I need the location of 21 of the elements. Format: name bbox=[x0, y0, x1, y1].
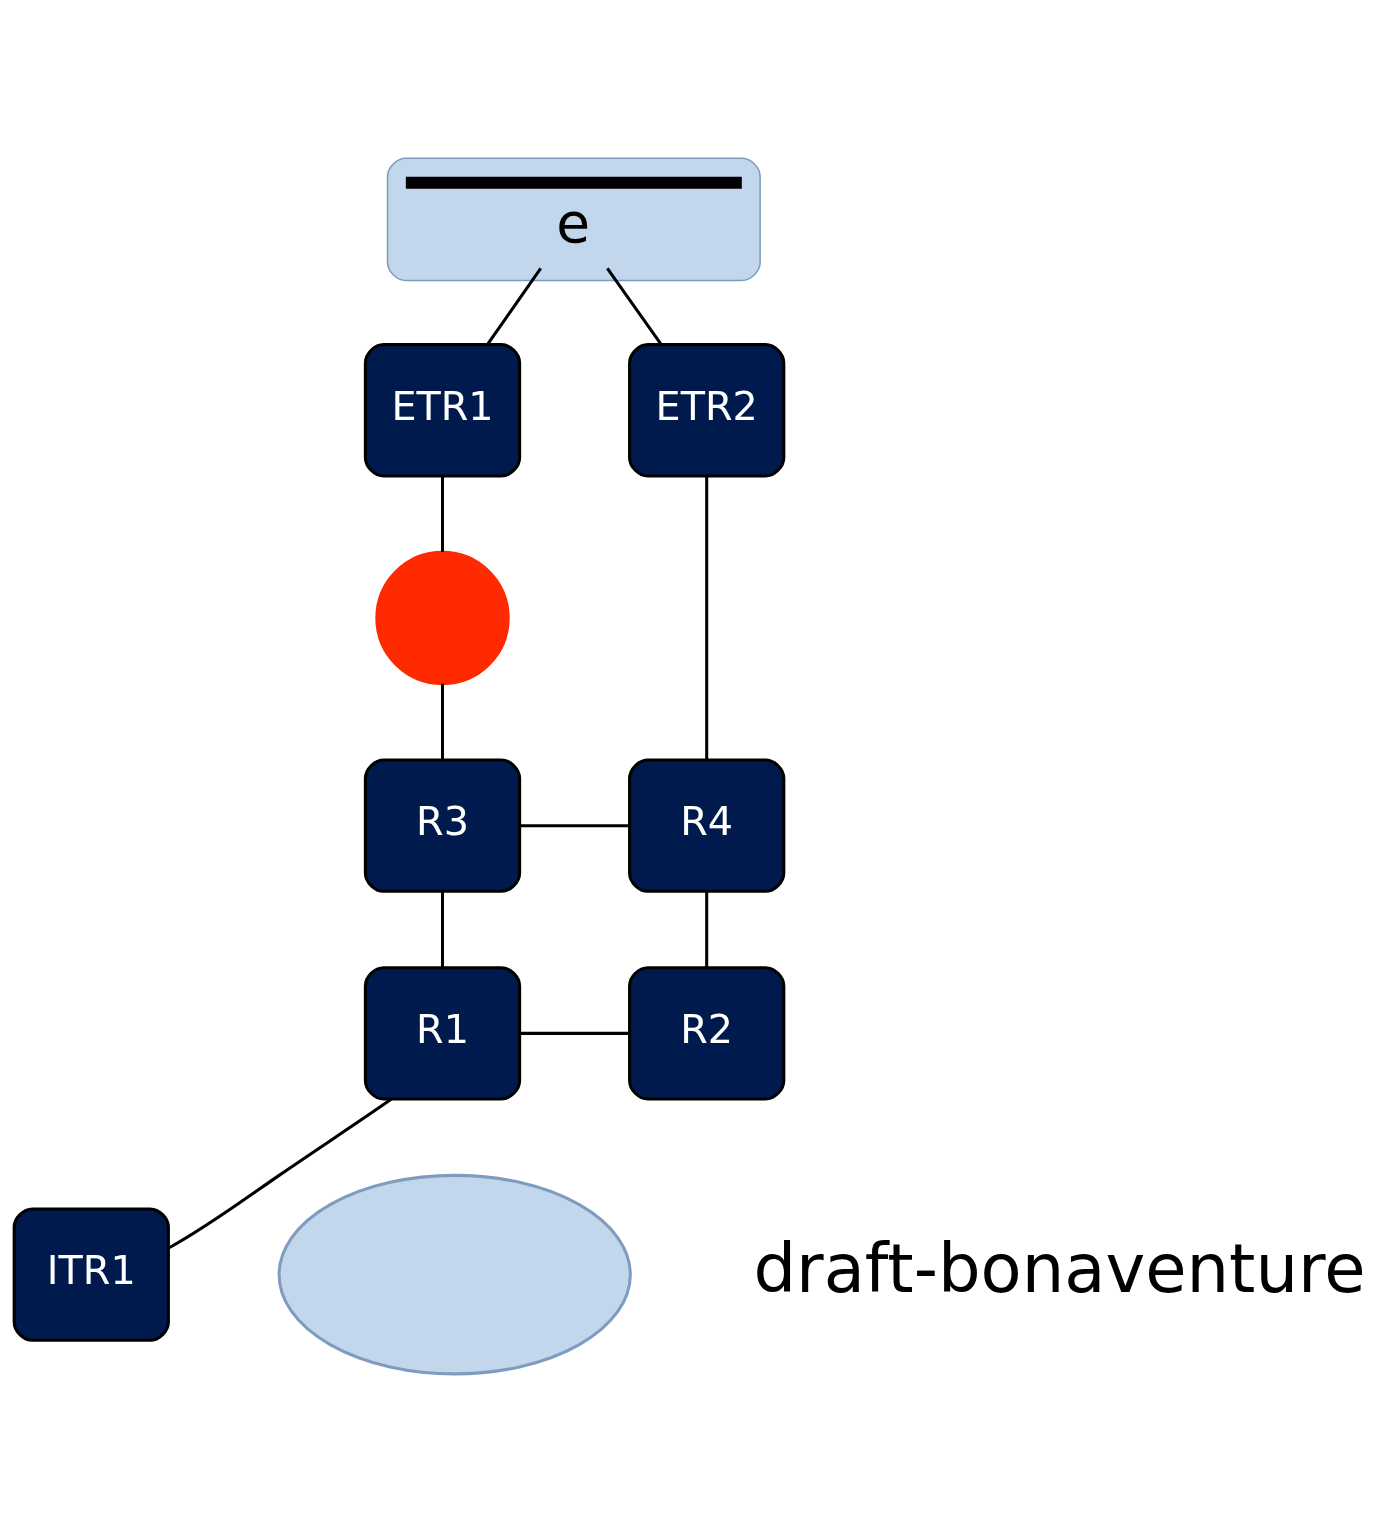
node-box: R4 bbox=[628, 757, 786, 893]
node-box: ETR1 bbox=[363, 342, 522, 477]
node-circle bbox=[375, 550, 510, 685]
connector bbox=[519, 1031, 630, 1035]
node-cloud bbox=[277, 1173, 632, 1375]
node-box bbox=[405, 176, 742, 189]
label: draft-bonaventure bbox=[753, 1229, 1366, 1308]
connector bbox=[705, 475, 709, 759]
connector bbox=[440, 683, 445, 759]
node-box: R2 bbox=[628, 965, 786, 1101]
connector bbox=[705, 890, 709, 967]
node-box: ITR1 bbox=[12, 1206, 170, 1342]
node-box: R1 bbox=[363, 965, 522, 1101]
connector bbox=[440, 890, 445, 967]
connector bbox=[440, 475, 445, 552]
connector bbox=[168, 1097, 392, 1249]
cluster bbox=[386, 157, 761, 281]
node-label: e bbox=[556, 190, 591, 255]
node-box: R3 bbox=[363, 757, 522, 893]
node-box: ETR2 bbox=[628, 342, 786, 477]
connector bbox=[519, 823, 630, 827]
